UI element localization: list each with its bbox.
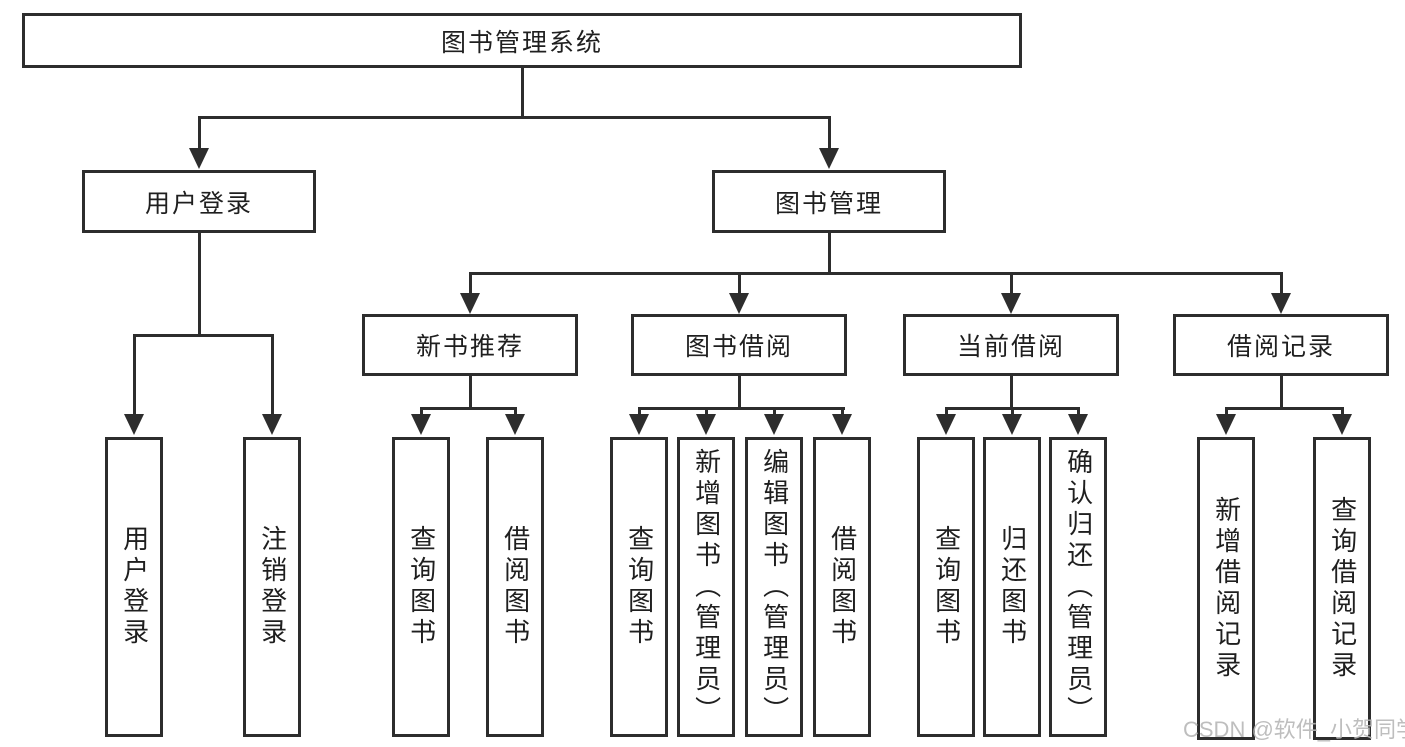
node-br-add-record: 新增借阅记录: [1197, 437, 1255, 740]
node-op-logout-label: 注销登录: [257, 525, 288, 649]
node-br-query-record: 查询借阅记录: [1313, 437, 1371, 740]
node-op-user-login: 用户登录: [105, 437, 163, 737]
node-bb-add-books-label: 新增图书（管理员）: [691, 447, 722, 727]
connector-current-borrow-stem: [1009, 375, 1013, 408]
arrow-to-nb-borrow-books: [505, 408, 525, 435]
csdn-watermark: CSDN @软件_小贺同学: [1183, 717, 1405, 742]
node-bb-query-books: 查询图书: [610, 437, 668, 737]
node-bb-borrow-books: 借阅图书: [813, 437, 871, 737]
node-book-management-label: 图书管理: [774, 189, 883, 218]
connector-user-login-hbar: [132, 333, 274, 337]
arrow-to-nb-query-books: [411, 408, 431, 435]
arrow-to-cb-query-books: [936, 408, 956, 435]
node-bb-edit-books: 编辑图书（管理员）: [745, 437, 803, 737]
node-cb-confirm-return-label: 确认归还（管理员）: [1063, 447, 1094, 727]
node-cb-return-books: 归还图书: [983, 437, 1041, 737]
arrow-to-br-query-record: [1332, 408, 1352, 435]
node-nb-borrow-books-label: 借阅图书: [500, 525, 531, 649]
arrow-to-book-borrow: [729, 273, 749, 314]
node-nb-borrow-books: 借阅图书: [486, 437, 544, 737]
connector-book-management-hbar: [468, 271, 1283, 275]
node-new-book-recommend-label: 新书推荐: [415, 333, 524, 361]
node-current-borrow: 当前借阅: [903, 314, 1119, 376]
node-root-label: 图书管理系统: [440, 28, 603, 57]
arrow-to-bb-edit-books: [764, 408, 784, 435]
connector-book-borrow-stem: [737, 375, 741, 408]
arrow-to-op-user-login: [124, 335, 144, 435]
node-book-borrow: 图书借阅: [631, 314, 847, 376]
node-bb-add-books: 新增图书（管理员）: [677, 437, 735, 737]
arrow-to-br-add-record: [1216, 408, 1236, 435]
node-user-login-label: 用户登录: [144, 189, 253, 218]
node-br-query-record-label: 查询借阅记录: [1327, 495, 1358, 682]
arrow-to-cb-confirm-return: [1068, 408, 1088, 435]
arrow-to-op-logout: [262, 335, 282, 435]
arrow-to-user-login: [189, 117, 209, 169]
node-new-book-recommend: 新书推荐: [362, 314, 578, 376]
connector-new-book-recommend-hbar: [419, 406, 517, 410]
node-bb-borrow-books-label: 借阅图书: [827, 525, 858, 649]
node-nb-query-books-label: 查询图书: [406, 525, 437, 649]
node-bb-query-books-label: 查询图书: [624, 525, 655, 649]
node-cb-query-books: 查询图书: [917, 437, 975, 737]
arrow-to-book-management: [819, 117, 839, 169]
node-borrow-records-label: 借阅记录: [1226, 333, 1335, 361]
arrow-to-cb-return-books: [1002, 408, 1022, 435]
connector-book-borrow-hbar: [637, 406, 845, 410]
node-nb-query-books: 查询图书: [392, 437, 450, 737]
arrow-to-bb-query-books: [629, 408, 649, 435]
node-bb-edit-books-label: 编辑图书（管理员）: [759, 447, 790, 727]
connector-root-stem: [520, 67, 524, 118]
connector-book-management-stem: [827, 232, 831, 273]
node-user-login: 用户登录: [82, 170, 316, 233]
arrow-to-new-book-recommend: [460, 273, 480, 314]
node-cb-query-books-label: 查询图书: [931, 525, 962, 649]
node-book-borrow-label: 图书借阅: [684, 333, 793, 361]
node-op-user-login-label: 用户登录: [119, 525, 150, 649]
arrow-to-borrow-records: [1271, 273, 1291, 314]
node-book-management: 图书管理: [712, 170, 946, 233]
node-borrow-records: 借阅记录: [1173, 314, 1389, 376]
arrow-to-bb-borrow-books: [832, 408, 852, 435]
connector-user-login-stem: [197, 232, 201, 335]
connector-root-hbar: [197, 115, 831, 119]
node-br-add-record-label: 新增借阅记录: [1211, 495, 1242, 682]
arrow-to-bb-add-books: [696, 408, 716, 435]
node-cb-confirm-return: 确认归还（管理员）: [1049, 437, 1107, 737]
connector-borrow-records-stem: [1279, 375, 1283, 408]
arrow-to-current-borrow: [1001, 273, 1021, 314]
node-cb-return-books-label: 归还图书: [997, 525, 1028, 649]
node-current-borrow-label: 当前借阅: [956, 333, 1065, 361]
connector-borrow-records-hbar: [1224, 406, 1344, 410]
node-root: 图书管理系统: [22, 13, 1022, 68]
node-op-logout: 注销登录: [243, 437, 301, 737]
connector-new-book-recommend-stem: [468, 375, 472, 408]
